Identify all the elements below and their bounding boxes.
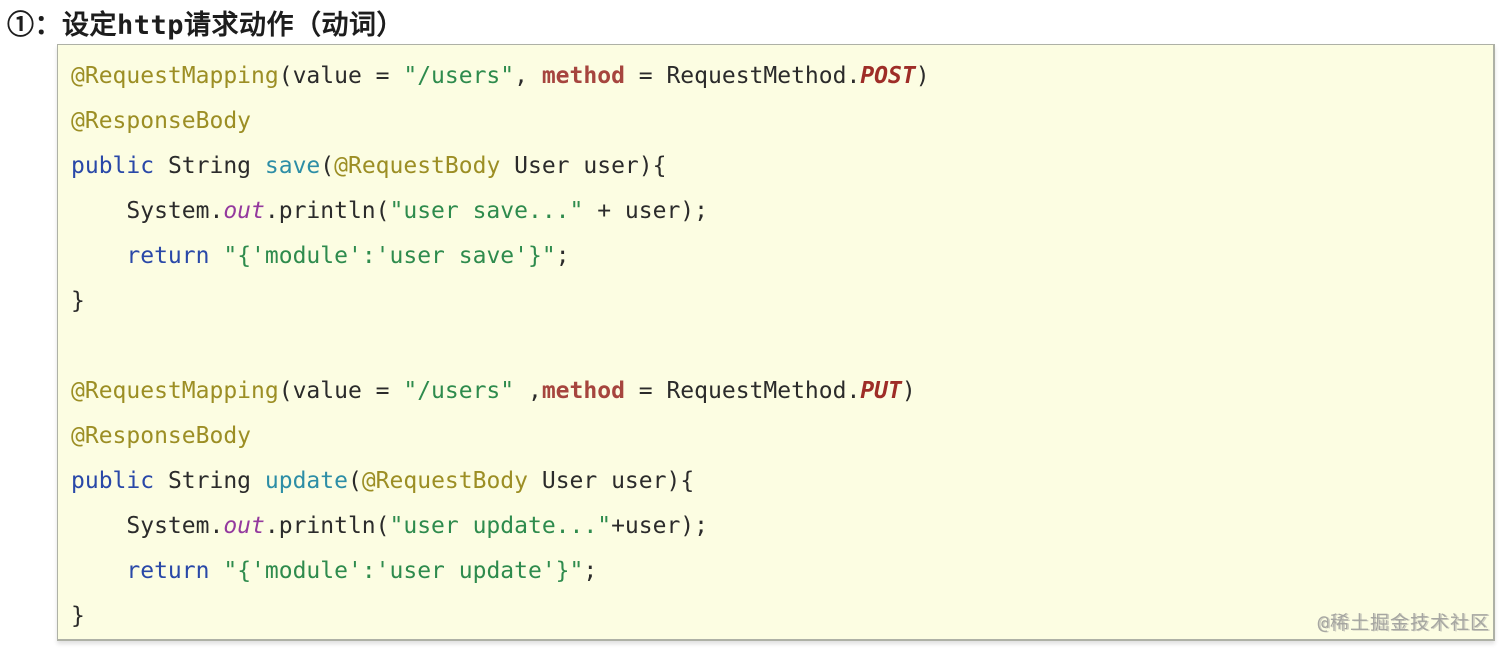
code-line: @ResponseBody [71,414,1493,459]
code-token-plain: ; [583,558,598,584]
code-token-str: "/users" [403,63,515,89]
code-token-kwred: method [541,63,625,89]
code-token-plain: } [71,288,85,314]
code-token-plain [71,243,126,269]
watermark: @稀土掘金技术社区 [1317,612,1490,634]
code-token-str: "user save..." [389,198,584,224]
code-token-ann: @RequestBody [361,468,528,494]
code-token-ann: @RequestBody [334,153,501,179]
code-token-kwblue: return [126,558,210,584]
code-token-plain: = RequestMethod. [624,378,861,404]
code-token-plain: +user); [611,513,708,539]
code-token-ann: @RequestMapping [71,63,279,89]
code-token-plain: .println( [264,198,390,224]
code-token-str: "user update..." [389,513,612,539]
code-token-str: "/users" [403,378,515,404]
code-token-plain: String [154,468,265,494]
code-token-kwblue: public [71,153,155,179]
code-token-plain: ( [320,153,335,179]
code-token-plain: .println( [264,513,390,539]
code-line: @RequestMapping(value = "/users" ,method… [71,369,1493,414]
code-token-plain: ; [555,243,570,269]
code-line: @RequestMapping(value = "/users", method… [71,54,1493,99]
code-line: @ResponseBody [71,99,1493,144]
code-token-method: save [264,153,321,179]
code-line: System.out.println("user save..." + user… [71,189,1493,234]
code-token-plain: ) [915,63,930,89]
code-token-plain: } [71,603,85,629]
code-token-plain: User user){ [528,468,695,494]
code-block: @RequestMapping(value = "/users", method… [57,44,1495,641]
code-token-method: update [264,468,348,494]
code-token-ann: @RequestMapping [71,378,279,404]
code-token-field: out [223,513,265,539]
code-line: public String save(@RequestBody User use… [71,144,1493,189]
code-token-plain: (value = [278,378,404,404]
code-token-plain: System. [71,198,224,224]
code-token-kwred: method [541,378,625,404]
code-line: return "{'module':'user update'}"; [71,549,1493,594]
code-token-plain [209,243,223,269]
code-token-field: out [223,198,265,224]
code-token-plain: + user); [583,198,708,224]
code-token-plain: , [514,63,542,89]
code-token-enum: PUT [860,378,902,404]
code-token-kwblue: public [71,468,155,494]
code-line: } [71,594,1493,639]
code-token-plain [209,558,223,584]
code-token-ann: @ResponseBody [71,423,252,449]
code-token-plain: (value = [278,63,404,89]
code-token-plain: User user){ [500,153,667,179]
code-token-plain: = RequestMethod. [624,63,861,89]
code-token-str: "{'module':'user update'}" [223,558,584,584]
code-token-plain [71,558,126,584]
code-token-plain: System. [71,513,224,539]
code-line: } [71,279,1493,324]
code-token-plain: String [154,153,265,179]
code-token-plain: , [514,378,542,404]
code-line: return "{'module':'user save'}"; [71,234,1493,279]
code-line: System.out.println("user update..."+user… [71,504,1493,549]
code-token-ann: @ResponseBody [71,108,252,134]
code-token-enum: POST [860,63,916,89]
code-line: public String update(@RequestBody User u… [71,459,1493,504]
code-token-plain: ) [901,378,916,404]
code-token-kwblue: return [126,243,210,269]
page-title: ①：设定http请求动作（动词） [7,10,405,41]
code-line [71,324,1493,369]
code-token-plain: ( [347,468,362,494]
code-token-str: "{'module':'user save'}" [223,243,556,269]
